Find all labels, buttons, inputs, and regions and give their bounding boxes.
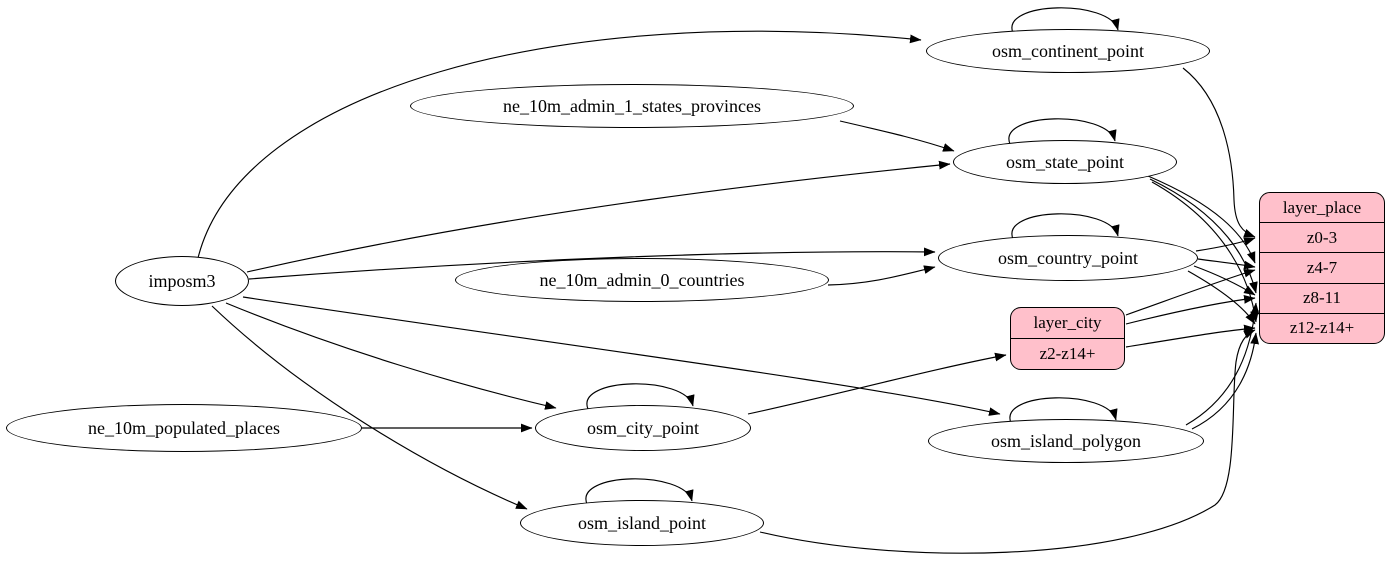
node-ne-10m-admin-0-countries: ne_10m_admin_0_countries <box>455 258 829 302</box>
record-row-z0-3: z0-3 <box>1260 222 1384 252</box>
record-title: layer_city <box>1033 313 1102 332</box>
node-label: osm_continent_point <box>992 40 1144 61</box>
node-imposm3: imposm3 <box>115 256 249 306</box>
record-row-z4-7: z4-7 <box>1260 252 1384 282</box>
record-row-z2-z14: z2-z14+ <box>1011 338 1124 369</box>
node-osm-country-point: osm_country_point <box>938 235 1198 281</box>
record-layer-place: layer_place z0-3 z4-7 z8-11 z12-z14+ <box>1259 192 1385 344</box>
node-label: imposm3 <box>148 270 216 291</box>
node-label: ne_10m_populated_places <box>88 417 280 438</box>
node-label: osm_island_polygon <box>990 430 1141 451</box>
node-osm-island-polygon: osm_island_polygon <box>928 419 1204 463</box>
node-label: osm_country_point <box>998 247 1138 268</box>
node-label: ne_10m_admin_0_countries <box>539 269 745 290</box>
node-osm-continent-point: osm_continent_point <box>926 29 1210 73</box>
record-row-z12-z14: z12-z14+ <box>1260 312 1384 343</box>
node-label: osm_island_point <box>577 512 706 533</box>
node-label: ne_10m_admin_1_states_provinces <box>503 95 761 116</box>
node-osm-island-point: osm_island_point <box>520 500 764 546</box>
node-label: osm_state_point <box>1006 151 1124 172</box>
node-ne-10m-populated-places: ne_10m_populated_places <box>6 404 362 452</box>
node-ne-10m-admin-1-states-provinces: ne_10m_admin_1_states_provinces <box>410 84 854 128</box>
record-title: layer_place <box>1282 197 1362 217</box>
node-osm-state-point: osm_state_point <box>953 140 1177 184</box>
node-label: osm_city_point <box>587 417 699 438</box>
node-osm-city-point: osm_city_point <box>535 405 751 451</box>
record-layer-city: layer_city z2-z14+ <box>1010 307 1125 370</box>
record-row-z8-11: z8-11 <box>1260 282 1384 313</box>
